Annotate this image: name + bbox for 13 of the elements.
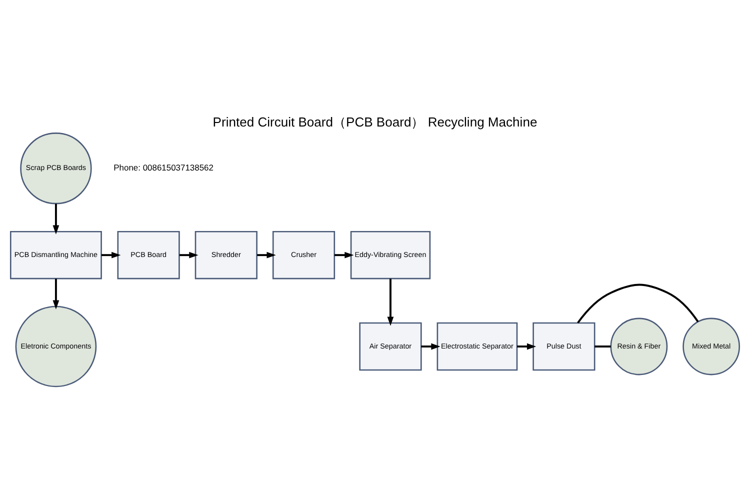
- arrow: [257, 252, 276, 258]
- arrow: [387, 278, 394, 326]
- arrow: [421, 343, 440, 350]
- arrow: [179, 252, 198, 258]
- connector: [594, 346, 611, 348]
- arrow: [52, 278, 60, 310]
- arrow: [101, 252, 121, 258]
- label: Phone: 008615037138562: [114, 162, 214, 173]
- arrow: [517, 343, 536, 350]
- arrow: [334, 252, 354, 258]
- arrow: [52, 204, 60, 234]
- diagram-title: Printed Circuit Board（PCB Board） Recycling Machine: [212, 114, 538, 130]
- connector: [577, 284, 699, 324]
